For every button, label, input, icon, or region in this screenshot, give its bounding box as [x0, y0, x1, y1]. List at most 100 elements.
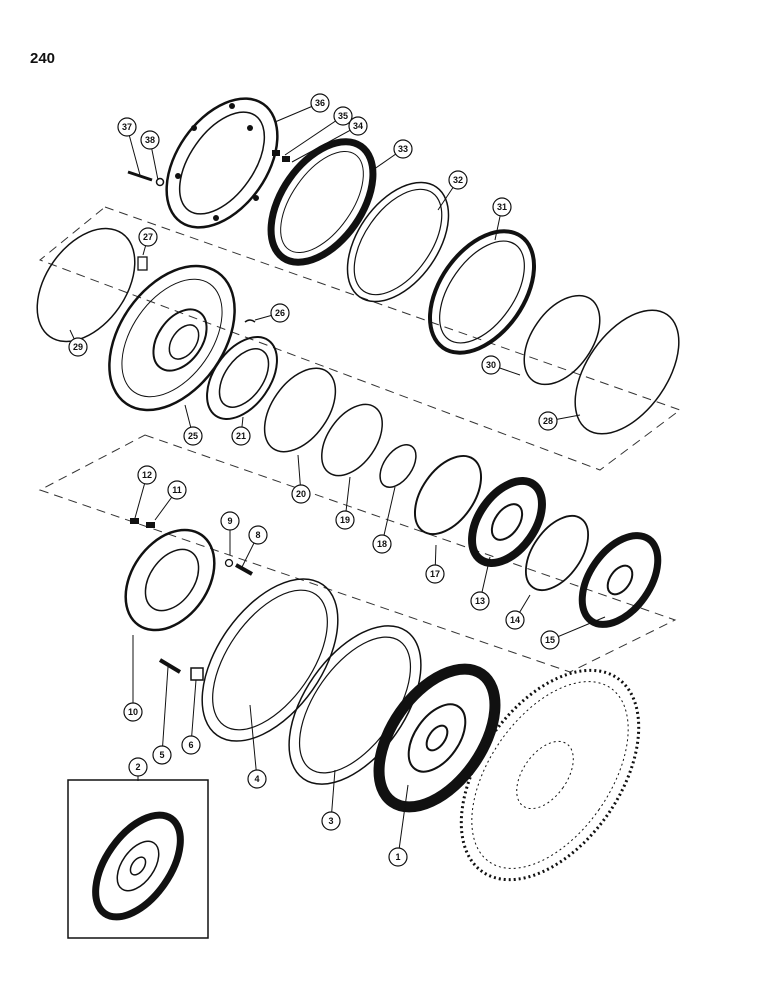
callout-20: 20 — [291, 484, 311, 504]
leader-6 — [190, 679, 197, 746]
callout-circle-11 — [167, 480, 187, 500]
callout-label-13: 13 — [475, 596, 485, 606]
callout-circle-25 — [183, 426, 203, 446]
callout-35: 35 — [333, 106, 353, 126]
callout-circle-10 — [123, 702, 143, 722]
callout-33: 33 — [393, 139, 413, 159]
callout-label-3: 3 — [328, 816, 333, 826]
callout-circle-15 — [540, 630, 560, 650]
part-13-friction-disc — [468, 477, 546, 567]
callout-30: 30 — [481, 355, 501, 375]
callout-21: 21 — [231, 426, 251, 446]
callout-8: 8 — [248, 525, 268, 545]
callout-label-35: 35 — [338, 111, 348, 121]
callout-label-38: 38 — [145, 135, 155, 145]
callout-circle-3 — [321, 811, 341, 831]
callout-circle-37 — [117, 117, 137, 137]
callout-label-27: 27 — [143, 232, 153, 242]
callout-25: 25 — [183, 426, 203, 446]
callout-34: 34 — [348, 116, 368, 136]
callout-circle-19 — [335, 510, 355, 530]
callout-label-32: 32 — [453, 175, 463, 185]
callout-circle-14 — [505, 610, 525, 630]
part-34-35-springs — [272, 150, 290, 162]
callout-label-37: 37 — [122, 122, 132, 132]
part-37-bolt — [127, 170, 165, 187]
leader-15 — [549, 616, 606, 641]
callout-circle-12 — [137, 465, 157, 485]
callout-12: 12 — [137, 465, 157, 485]
part-28-ring — [574, 309, 680, 435]
part-32-separator-plate — [346, 181, 450, 303]
callout-label-25: 25 — [188, 431, 198, 441]
part-33-friction-disc — [267, 138, 377, 266]
callout-circle-29 — [68, 337, 88, 357]
callout-circle-33 — [393, 139, 413, 159]
callout-circle-5 — [152, 745, 172, 765]
part-4-ring — [201, 578, 339, 742]
callout-15: 15 — [540, 630, 560, 650]
part-18-seal — [379, 444, 417, 488]
part-20-seal — [263, 367, 337, 453]
callout-label-9: 9 — [227, 516, 232, 526]
leader-4 — [249, 704, 258, 780]
leader-5 — [161, 666, 169, 756]
leader-35 — [284, 115, 344, 156]
part-26-pin — [244, 319, 256, 323]
callout-label-28: 28 — [543, 416, 553, 426]
callout-circle-4 — [247, 769, 267, 789]
callout-circle-18 — [372, 534, 392, 554]
part-27-dowel — [137, 256, 148, 271]
callout-circle-38 — [140, 130, 160, 150]
callout-label-8: 8 — [255, 530, 260, 540]
callout-11: 11 — [167, 480, 187, 500]
callout-2: 2 — [128, 757, 148, 777]
callout-label-10: 10 — [128, 707, 138, 717]
callout-label-36: 36 — [315, 98, 325, 108]
callout-label-4: 4 — [254, 774, 259, 784]
part-21-piston — [206, 336, 278, 420]
part-30-ring — [523, 294, 601, 386]
part-36-retainer-plate — [165, 97, 279, 229]
callout-circle-35 — [333, 106, 353, 126]
callout-36: 36 — [310, 93, 330, 113]
callout-circle-8 — [248, 525, 268, 545]
callout-38: 38 — [140, 130, 160, 150]
lower-group-outline — [38, 434, 677, 673]
callout-label-26: 26 — [275, 308, 285, 318]
callout-5: 5 — [152, 745, 172, 765]
callout-4: 4 — [247, 769, 267, 789]
part-9-washer — [224, 558, 234, 568]
callout-circle-31 — [492, 197, 512, 217]
callout-circle-36 — [310, 93, 330, 113]
callout-label-29: 29 — [73, 342, 83, 352]
callout-circle-21 — [231, 426, 251, 446]
callout-label-21: 21 — [236, 431, 246, 441]
flywheel — [459, 668, 641, 882]
callout-label-14: 14 — [510, 615, 520, 625]
callout-label-5: 5 — [159, 750, 164, 760]
callout-28: 28 — [538, 411, 558, 431]
callout-32: 32 — [448, 170, 468, 190]
part-29-o-ring — [36, 227, 136, 343]
callout-29: 29 — [68, 337, 88, 357]
callout-label-20: 20 — [296, 489, 306, 499]
callout-13: 13 — [470, 591, 490, 611]
callout-circle-6 — [181, 735, 201, 755]
part-8-bolt — [235, 563, 253, 576]
callout-circle-17 — [425, 564, 445, 584]
part-14-ring — [525, 515, 589, 591]
callout-circle-26 — [270, 303, 290, 323]
callout-18: 18 — [372, 534, 392, 554]
callout-label-19: 19 — [340, 515, 350, 525]
callout-6: 6 — [181, 735, 201, 755]
part-25-clutch-housing — [108, 264, 236, 412]
part-11-12-springs — [130, 518, 155, 528]
callout-label-31: 31 — [497, 202, 507, 212]
callout-label-2: 2 — [135, 762, 140, 772]
part-31-disc — [427, 229, 537, 355]
callout-label-11: 11 — [172, 485, 182, 495]
part-5-bolt — [158, 658, 182, 674]
